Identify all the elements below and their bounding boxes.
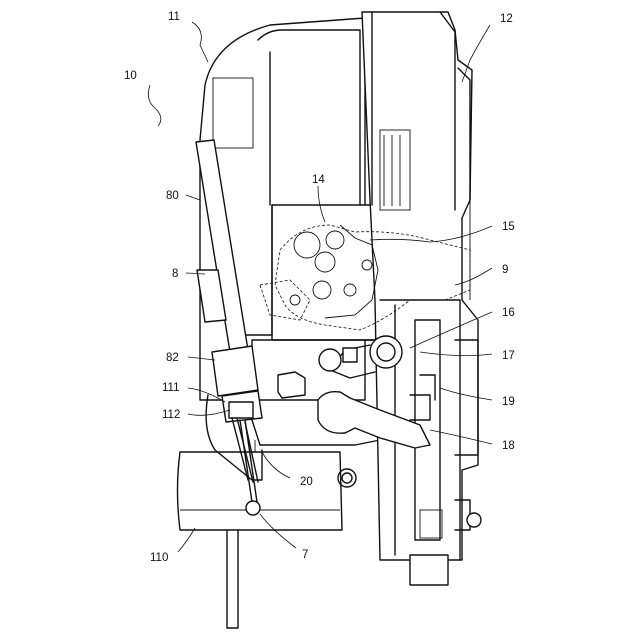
label-112: 112 [162, 409, 180, 421]
label-80: 80 [166, 190, 179, 202]
label-10: 10 [124, 70, 137, 82]
label-9: 9 [502, 264, 508, 276]
label-7: 7 [302, 549, 308, 561]
label-12: 12 [500, 13, 513, 25]
body-12 [362, 12, 481, 585]
label-110: 110 [150, 552, 168, 564]
stopper [278, 372, 305, 398]
label-17: 17 [502, 350, 515, 362]
lower-housing-110 [178, 440, 357, 530]
label-14: 14 [312, 174, 325, 186]
label-82: 82 [166, 352, 179, 364]
label-19: 19 [502, 396, 515, 408]
label-16: 16 [502, 307, 515, 319]
label-20: 20 [300, 476, 313, 488]
label-18: 18 [502, 440, 515, 452]
label-111: 111 [162, 382, 179, 394]
label-11: 11 [168, 11, 180, 23]
label-8: 8 [172, 268, 178, 280]
label-15: 15 [502, 221, 515, 233]
rod-bottom [227, 520, 238, 628]
